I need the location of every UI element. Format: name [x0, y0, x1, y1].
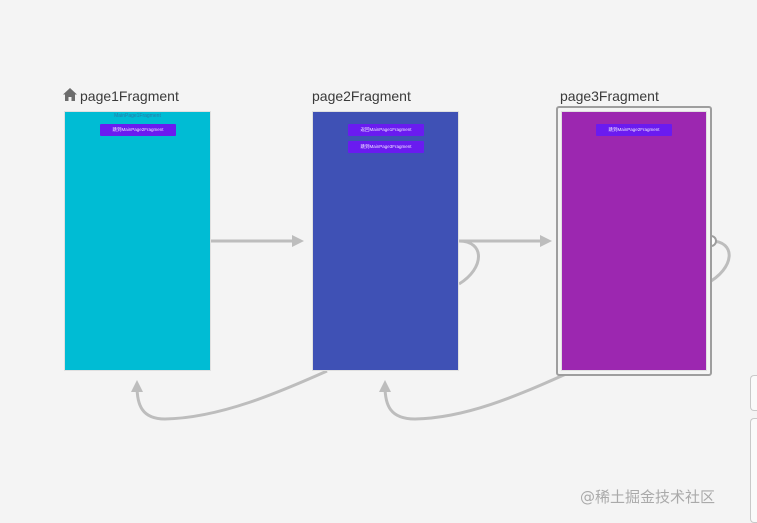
- screen-title-text: MainPage1Fragment: [114, 113, 161, 119]
- destination-label-page3: page3Fragment: [560, 88, 659, 104]
- action-arrow-page3-to-page2[interactable]: [379, 369, 574, 421]
- destination-preview-page3[interactable]: 跳到MainPage2Fragment: [561, 111, 707, 371]
- preview-button: 返回MainPage1Fragment: [348, 124, 424, 136]
- destination-preview-page1[interactable]: MainPage1Fragment 跳到MainPage2Fragment: [64, 111, 211, 371]
- start-destination-home-icon: [63, 88, 77, 101]
- action-self-loop-page2[interactable]: [458, 239, 480, 286]
- side-panel-tab[interactable]: [750, 375, 757, 411]
- preview-button: 跳到MainPage2Fragment: [596, 124, 672, 136]
- action-arrow-page2-to-page1[interactable]: [131, 369, 328, 421]
- destination-label-page2: page2Fragment: [312, 88, 411, 104]
- watermark-text: @稀土掘金技术社区: [580, 488, 716, 506]
- action-self-loop-page3[interactable]: [705, 239, 731, 286]
- destination-preview-page2[interactable]: 返回MainPage1Fragment 跳到MainPage3Fragment: [312, 111, 459, 371]
- preview-button: 跳到MainPage2Fragment: [100, 124, 176, 136]
- preview-button: 跳到MainPage3Fragment: [348, 141, 424, 153]
- destination-label-page1: page1Fragment: [80, 88, 179, 104]
- side-panel-tab[interactable]: [750, 418, 757, 523]
